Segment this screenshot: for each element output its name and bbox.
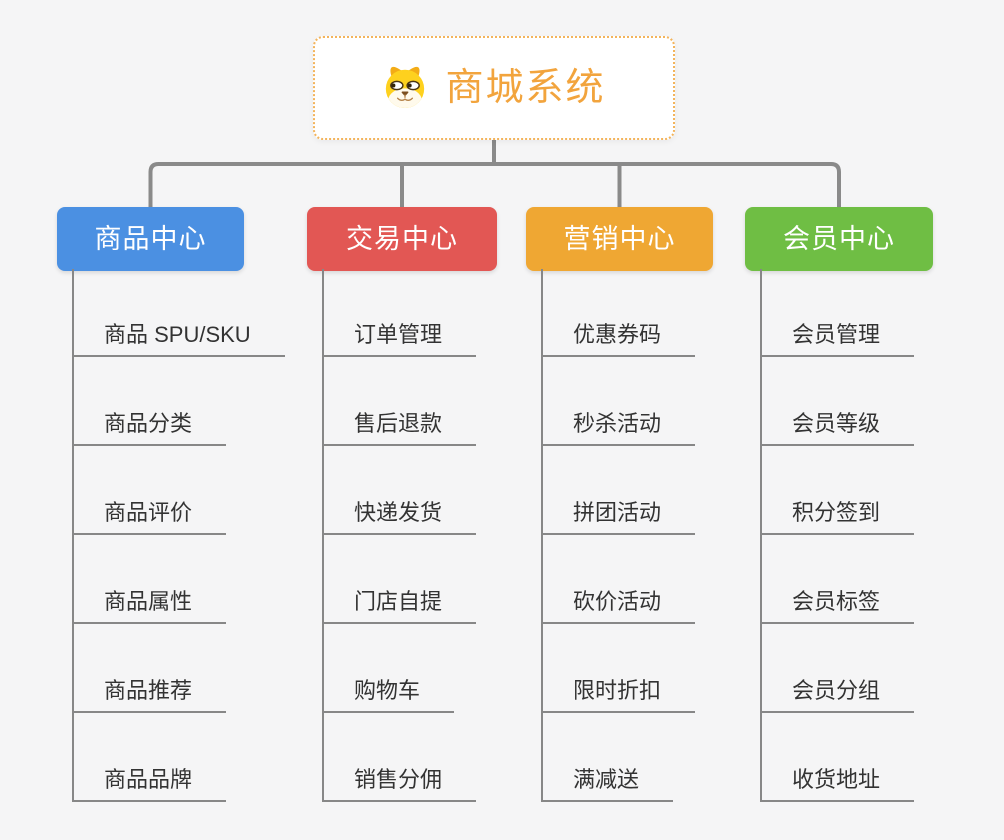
leaf-node[interactable]: 门店自提: [322, 588, 477, 624]
leaf-label: 砍价活动: [573, 589, 662, 614]
branch-trunk-line: [541, 269, 543, 802]
leaf-node[interactable]: 秒杀活动: [541, 410, 696, 446]
leaf-label: 优惠券码: [573, 322, 662, 347]
branch-trunk-line: [72, 269, 74, 802]
branch-label: 交易中心: [346, 223, 458, 254]
leaf-label: 会员等级: [792, 411, 881, 436]
leaf-node[interactable]: 积分签到: [760, 499, 915, 535]
leaf-node[interactable]: 商品属性: [72, 588, 227, 624]
leaf-label: 售后退款: [354, 411, 443, 436]
branch-node[interactable]: 营销中心: [526, 207, 713, 271]
leaf-label: 门店自提: [354, 589, 443, 614]
leaf-label: 满减送: [573, 767, 640, 792]
branch-trunk-line: [322, 269, 324, 802]
leaf-label: 秒杀活动: [573, 411, 662, 436]
leaf-node[interactable]: 收货地址: [760, 766, 915, 802]
dog-face-icon: [382, 63, 428, 114]
leaf-label: 销售分佣: [354, 767, 443, 792]
branch-label: 营销中心: [563, 223, 676, 254]
branch-node[interactable]: 交易中心: [307, 207, 497, 271]
leaf-label: 商品推荐: [104, 678, 193, 703]
leaf-node[interactable]: 购物车: [322, 677, 455, 713]
leaf-node[interactable]: 商品推荐: [72, 677, 227, 713]
leaf-node[interactable]: 砍价活动: [541, 588, 696, 624]
leaf-node[interactable]: 满减送: [541, 766, 674, 802]
leaf-node[interactable]: 商品 SPU/SKU: [72, 321, 285, 357]
leaf-node[interactable]: 订单管理: [322, 321, 477, 357]
leaf-label: 会员分组: [792, 678, 881, 703]
leaf-node[interactable]: 优惠券码: [541, 321, 696, 357]
leaf-label: 限时折扣: [573, 678, 662, 703]
leaf-node[interactable]: 会员管理: [760, 321, 915, 357]
leaf-label: 商品品牌: [104, 767, 193, 792]
leaf-node[interactable]: 快递发货: [322, 499, 477, 535]
leaf-node[interactable]: 会员标签: [760, 588, 915, 624]
leaf-label: 购物车: [354, 678, 421, 703]
branch-label: 会员中心: [783, 223, 895, 254]
leaf-label: 积分签到: [792, 500, 881, 525]
leaf-node[interactable]: 商品品牌: [72, 766, 227, 802]
leaf-label: 会员管理: [792, 322, 881, 347]
leaf-node[interactable]: 会员等级: [760, 410, 915, 446]
leaf-node[interactable]: 会员分组: [760, 677, 915, 713]
leaf-label: 订单管理: [354, 322, 443, 347]
leaf-label: 商品评价: [104, 500, 193, 525]
branch-trunk-line: [760, 269, 762, 802]
leaf-node[interactable]: 拼团活动: [541, 499, 696, 535]
branch-node[interactable]: 会员中心: [745, 207, 933, 271]
leaf-label: 收货地址: [792, 767, 881, 792]
branch-node[interactable]: 商品中心: [57, 207, 244, 271]
leaf-node[interactable]: 售后退款: [322, 410, 477, 446]
branch-label: 商品中心: [94, 223, 207, 254]
root-node[interactable]: 商城系统: [313, 36, 675, 140]
leaf-node[interactable]: 限时折扣: [541, 677, 696, 713]
leaf-node[interactable]: 销售分佣: [322, 766, 477, 802]
leaf-node[interactable]: 商品分类: [72, 410, 227, 446]
leaf-label: 快递发货: [354, 500, 443, 525]
leaf-label: 拼团活动: [573, 500, 662, 525]
root-title: 商城系统: [445, 67, 606, 109]
leaf-node[interactable]: 商品评价: [72, 499, 227, 535]
leaf-label: 会员标签: [792, 589, 881, 614]
leaf-label: 商品属性: [104, 589, 193, 614]
leaf-label: 商品分类: [104, 411, 193, 436]
leaf-label: 商品 SPU/SKU: [104, 322, 251, 347]
